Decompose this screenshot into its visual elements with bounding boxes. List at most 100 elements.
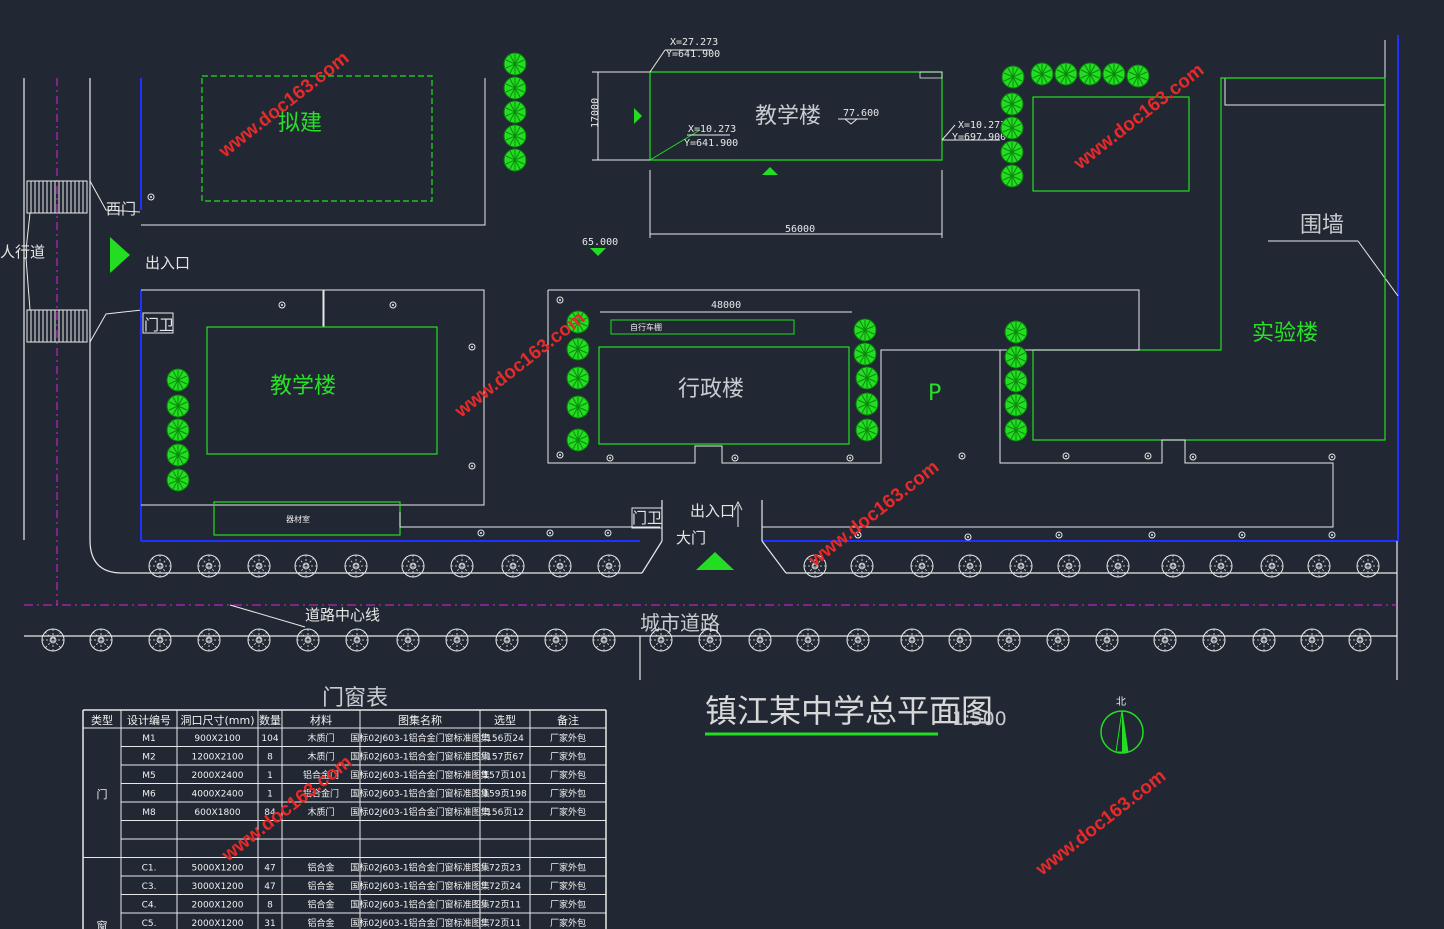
tree-column-parking <box>1004 320 1028 442</box>
table-cell: 国标02J603-1铝合金门窗标准图集 <box>350 751 489 763</box>
coord3-x: X=10.273 <box>958 120 1006 131</box>
centerline-leader <box>229 604 306 628</box>
planned-area-outline <box>141 78 486 226</box>
table-header-cell: 洞口尺寸(mm) <box>180 713 254 727</box>
table-cell: 国标02J603-1铝合金门窗标准图集 <box>350 899 489 911</box>
school-boundary <box>140 35 1399 542</box>
table-cell: 厂家外包 <box>550 769 586 781</box>
table-header-cell: 设计编号 <box>127 713 171 727</box>
table-cell: 厂家外包 <box>550 806 586 818</box>
table-cell: 厂家外包 <box>550 880 586 892</box>
table-cell: 900X2100 <box>194 734 241 744</box>
table-group-door: 门 <box>97 787 108 801</box>
west-gate-label: 西门 <box>106 200 136 218</box>
table-cell: 国标02J603-1铝合金门窗标准图集 <box>350 806 489 818</box>
table-cell: C4. <box>142 901 157 911</box>
coord1-y: Y=641.900 <box>666 49 720 60</box>
crosswalk-top <box>26 180 88 214</box>
table-cell: 8 <box>267 753 273 763</box>
sidewalk-label: 人行道 <box>0 243 45 261</box>
table-cell: 4000X2400 <box>192 790 244 800</box>
table-cell: 72页11 <box>489 918 521 929</box>
parking-label: P <box>928 381 941 406</box>
table-cell: 84 <box>264 808 276 818</box>
admin-building-label: 行政楼 <box>678 377 744 402</box>
table-cell: 104 <box>261 734 278 744</box>
table-cell: M5 <box>142 771 156 781</box>
table-header-cell: 类型 <box>91 713 113 727</box>
table-cell: 铝合金门 <box>303 788 339 800</box>
table-cell: 2000X1200 <box>192 901 244 911</box>
teaching-top-label: 教学楼 <box>755 104 821 129</box>
table-cell: 铝合金 <box>307 880 334 892</box>
table-cell: 72页24 <box>489 881 521 892</box>
table-cell: 157页67 <box>486 752 524 763</box>
table-cell: 厂家外包 <box>550 862 586 874</box>
wall-label: 围墙 <box>1300 213 1344 238</box>
entrance-arrow-left <box>110 237 130 273</box>
table-cell: 厂家外包 <box>550 899 586 911</box>
teaching-building-top <box>649 71 943 161</box>
dim-lines-top <box>592 49 1000 238</box>
table-cell: M6 <box>142 790 156 800</box>
table-cell: 木质门 <box>307 751 334 763</box>
table-cell: 31 <box>264 919 275 929</box>
dim-width-top: 56000 <box>785 224 815 235</box>
tree-column-top <box>503 52 527 172</box>
dim-width-admin: 48000 <box>711 300 741 311</box>
table-cell: 47 <box>264 882 275 892</box>
table-cell: 国标02J603-1铝合金门窗标准图集 <box>350 732 489 744</box>
table-cell: 5000X1200 <box>192 864 244 874</box>
road-centerline-label: 道路中心线 <box>305 606 380 624</box>
table-cell: C5. <box>142 919 157 929</box>
table-header-cell: 数量 <box>259 714 281 727</box>
lab-building <box>1032 77 1386 441</box>
table-cell: M8 <box>142 808 156 818</box>
table-cell: 国标02J603-1铝合金门窗标准图集 <box>350 917 489 929</box>
table-cell: 厂家外包 <box>550 917 586 929</box>
table-cell: 1 <box>267 790 273 800</box>
bike-shed <box>610 319 795 335</box>
table-cell: 156页24 <box>486 733 524 744</box>
table-cell: 156页12 <box>486 807 524 818</box>
table-cell: 72页11 <box>489 900 521 911</box>
table-cell: 厂家外包 <box>550 751 586 763</box>
table-cell: C1. <box>142 864 157 874</box>
table-header-cell: 图集名称 <box>398 713 442 727</box>
table-cell: 厂家外包 <box>550 732 586 744</box>
guard-bottom-label: 门卫 <box>632 509 662 527</box>
tree-column-left <box>166 368 190 492</box>
table-cell: 1 <box>267 771 273 781</box>
table-cell: 2000X1200 <box>192 919 244 929</box>
table-cell: C3. <box>142 882 157 892</box>
table-header-cell: 备注 <box>557 713 579 727</box>
building-top-right <box>1032 96 1190 192</box>
guard-left-label: 门卫 <box>144 316 174 334</box>
teaching-building-left <box>206 326 438 455</box>
table-header-cell: 选型 <box>494 713 516 727</box>
table-cell: 国标02J603-1铝合金门窗标准图集 <box>350 880 489 892</box>
table-cell: 木质门 <box>307 732 334 744</box>
north-label: 北 <box>1116 696 1126 708</box>
drawing-scale: 1:500 <box>952 708 1007 730</box>
dim-height: 17000 <box>590 98 601 128</box>
table-title: 门窗表 <box>322 686 388 711</box>
table-cell: 国标02J603-1铝合金门窗标准图集 <box>350 862 489 874</box>
table-cell: 47 <box>264 864 275 874</box>
coord3-y: Y=697.900 <box>952 132 1006 143</box>
table-cell: M1 <box>142 734 156 744</box>
entrance-bottom-label: 出入口 <box>690 502 735 520</box>
crosswalk-bottom <box>26 309 88 343</box>
table-cell: 铝合金 <box>307 899 334 911</box>
main-gate-label: 大门 <box>676 529 706 547</box>
planned-building-label: 拟建 <box>278 111 322 136</box>
admin-building <box>598 346 850 445</box>
table-cell: 2000X2400 <box>192 771 244 781</box>
table-cell: 600X1800 <box>194 808 241 818</box>
table-cell: 铝合金门 <box>303 769 339 781</box>
table-header-cell: 材料 <box>310 713 332 727</box>
coord2-y: Y=641.900 <box>684 138 738 149</box>
table-cell: 159页198 <box>483 789 527 800</box>
coord2-x: X=10.273 <box>688 124 736 135</box>
table-cell: M2 <box>142 753 156 763</box>
